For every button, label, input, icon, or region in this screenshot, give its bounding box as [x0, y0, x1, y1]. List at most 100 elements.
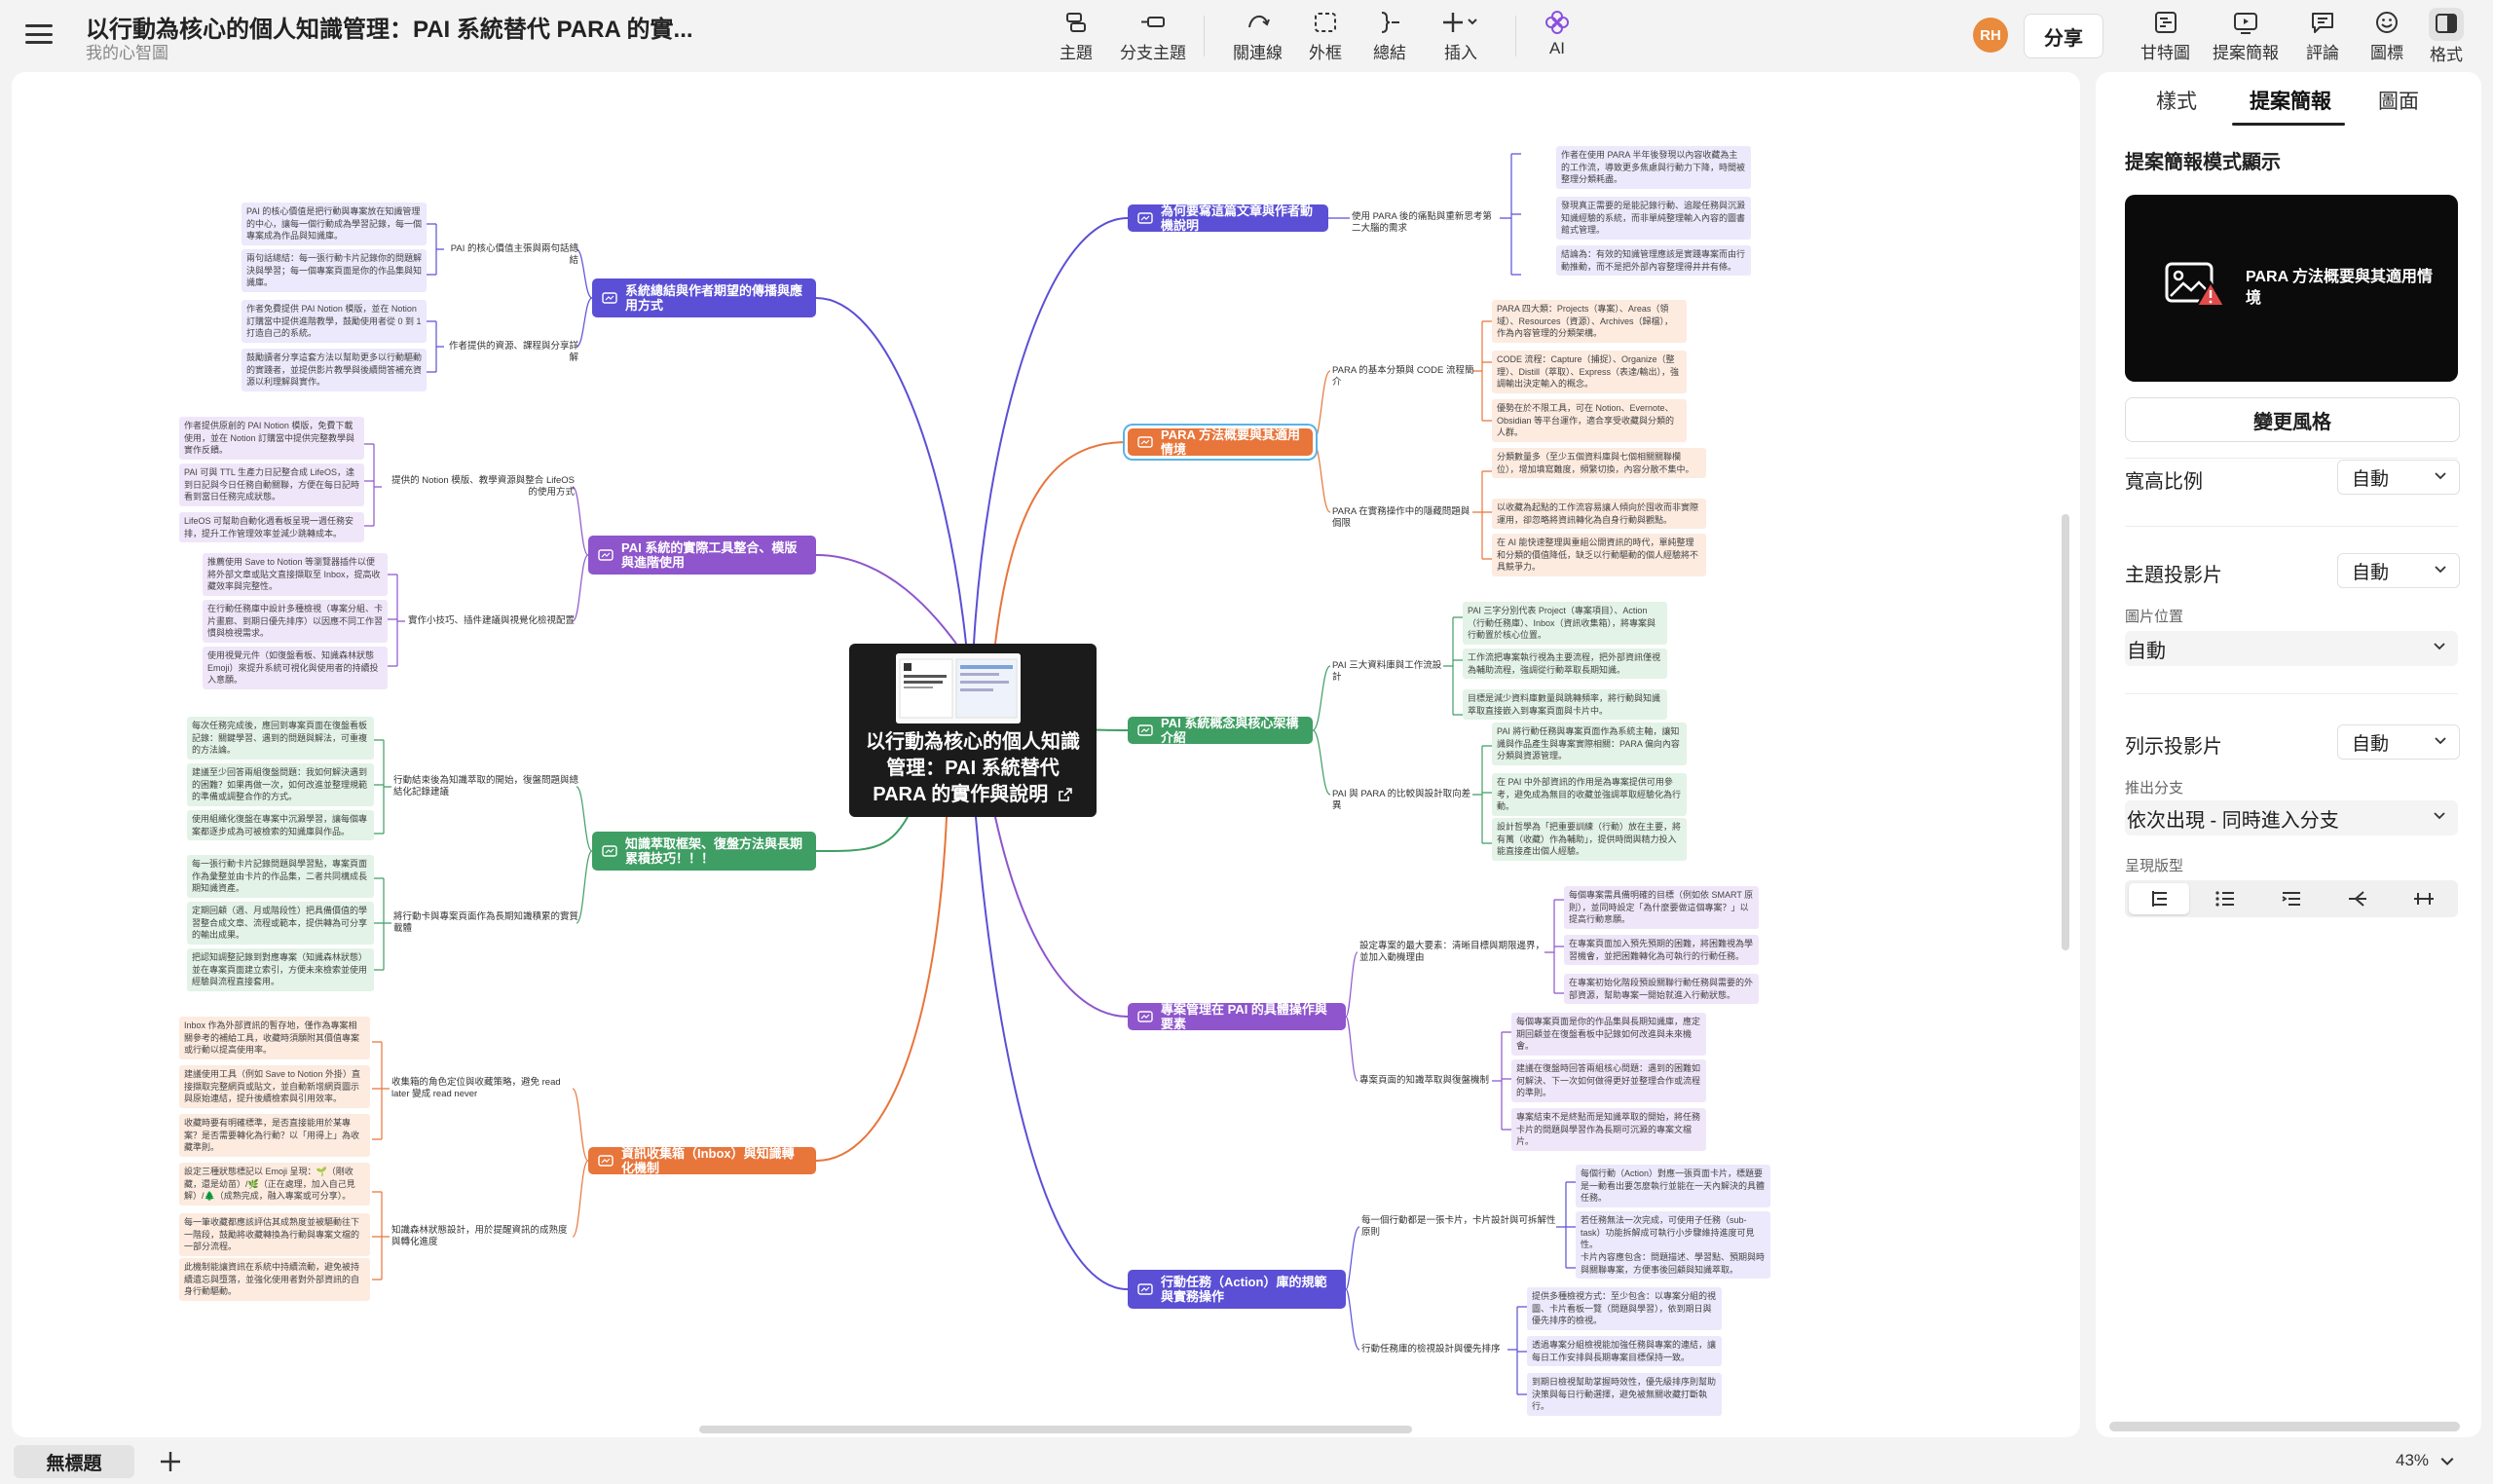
- note-card[interactable]: 建議至少回答兩組復盤問題：我如何解決遇到的困難？如果再做一次，如何改進並整理規範…: [187, 763, 374, 806]
- note-card[interactable]: 使用組織化復盤在專案中沉澱學習，讓每個專案都逐步成為可被檢索的知識庫與作品。: [187, 810, 374, 840]
- insert-button[interactable]: 插入: [1441, 8, 1480, 63]
- note-card[interactable]: LifeOS 可幫助自動化週看板呈現一週任務安排，提升工作管理效率並減少跳轉成本…: [179, 512, 364, 542]
- branch-tools-integration[interactable]: PAI 系統的實際工具整合、模版與進階使用: [588, 536, 816, 575]
- share-button[interactable]: 分享: [2024, 14, 2103, 58]
- note-card[interactable]: 建議在復盤時回答兩組核心問題：遇到的困難如何解決、下一次如何做得更好並整理合作或…: [1511, 1059, 1706, 1102]
- note-card[interactable]: 每次任務完成後，應回到專案頁面在復盤看板記錄：關鍵學習、遇到的問題與解法，可重複…: [187, 717, 374, 760]
- subtopic[interactable]: PAI 與 PARA 的比較與設計取向差異: [1332, 789, 1471, 811]
- layout-outline-button[interactable]: [2129, 883, 2189, 914]
- note-card[interactable]: 鼓勵讀者分享這套方法以幫助更多以行動驅動的實踐者，並提供影片教學與後續問答補充資…: [242, 349, 427, 391]
- note-card[interactable]: 作者免費提供 PAI Notion 模版，並在 Notion 訂購當中提供進階教…: [242, 300, 427, 343]
- note-card[interactable]: 在專案初始化階段預設關聯行動任務與需要的外部資源，幫助專案一開始就進入行動狀態。: [1564, 974, 1759, 1004]
- note-card[interactable]: PAI 可與 TTL 生產力日記整合成 LifeOS，達到日記與今日任務自動關聯…: [179, 464, 364, 506]
- note-card[interactable]: 每一筆收藏都應該評估其成熟度並被驅動往下一階段，鼓勵將收藏轉換為行動與專案文檔的…: [179, 1213, 370, 1256]
- branch-pai-concept[interactable]: PAI 系統概念與核心架構介紹: [1128, 716, 1313, 745]
- branch-summary-spread[interactable]: 系統總結與作者期望的傳播與應用方式: [592, 278, 816, 317]
- central-topic[interactable]: 以行動為核心的個人知識管理：PAI 系統替代 PARA 的實作與說明: [849, 644, 1097, 817]
- note-card[interactable]: 使用視覺元件（如復盤看板、知識森林狀態 Emoji）來提升系統可視化與使用者的持…: [203, 647, 388, 689]
- layout-indent-button[interactable]: [2261, 883, 2322, 914]
- external-link-icon[interactable]: [1058, 787, 1073, 802]
- note-card[interactable]: PAI 的核心價值是把行動與專案放在知識管理的中心，讓每一個行動成為學習記錄，每…: [242, 203, 427, 245]
- aspect-ratio-select[interactable]: 自動: [2337, 460, 2460, 495]
- note-card[interactable]: 以收藏為起點的工作流容易讓人傾向於囤收而非實際運用，卻忽略將資訊轉化為自身行動與…: [1492, 499, 1706, 529]
- note-card[interactable]: 此機制能讓資訊在系統中持續流動，避免被持續遺忘與墮落，並強化使用者對外部資訊的自…: [179, 1258, 370, 1301]
- subtopic[interactable]: 行動任務庫的檢視設計與優先排序: [1361, 1344, 1501, 1354]
- subtopic-button[interactable]: 分支主題: [1120, 8, 1186, 63]
- document-title[interactable]: 以行動為核心的個人知識管理：PAI 系統替代 PARA 的實...: [86, 17, 693, 43]
- ai-button[interactable]: AI: [1543, 8, 1572, 58]
- note-card[interactable]: 專案結束不是終點而是知識萃取的開始，將任務卡片的問題與學習作為長期可沉澱的專案文…: [1511, 1108, 1706, 1151]
- summary-button[interactable]: 總結: [1373, 8, 1406, 63]
- note-card[interactable]: 每個專案需具備明確的目標（例如依 SMART 原則），並同時設定「為什麼要做這個…: [1564, 886, 1759, 929]
- push-branch-select[interactable]: 依次出現 - 同時進入分支: [2125, 800, 2458, 835]
- note-card[interactable]: 工作流把專案執行視為主要流程，把外部資訊僅視為輔助流程，強調從行動萃取長期知識。: [1463, 649, 1667, 679]
- vertical-scrollbar[interactable]: [2062, 514, 2069, 950]
- note-card[interactable]: 作者在使用 PARA 半年後發現以內容收藏為主的工作流，導致更多焦慮與行動力下降…: [1556, 146, 1751, 189]
- layout-tree-button[interactable]: [2394, 883, 2454, 914]
- note-card[interactable]: 推薦使用 Save to Notion 等瀏覽器插件以便將外部文章或貼文直接擷取…: [203, 553, 388, 596]
- boundary-button[interactable]: 外框: [1309, 8, 1342, 63]
- note-card[interactable]: 分類數量多（至少五個資料庫與七個相關關聯欄位），增加填寫難度，頻繁切換，內容分散…: [1492, 448, 1706, 478]
- note-card[interactable]: 兩句話總結：每一張行動卡片記錄你的問題解決與學習；每一個專案頁面是你的作品集與知…: [242, 249, 427, 292]
- add-sheet-icon[interactable]: [156, 1447, 185, 1476]
- branch-para-overview[interactable]: PARA 方法概要與其適用情境: [1128, 427, 1313, 457]
- note-card[interactable]: 定期回顧（週、月或階段性）把具備價值的學習整合成文章、流程或範本，提供轉為可分享…: [187, 902, 374, 945]
- note-card[interactable]: 優勢在於不限工具，可在 Notion、Evernote、Obsidian 等平台…: [1492, 399, 1687, 442]
- slide-preview[interactable]: PARA 方法概要與其適用情境: [2125, 195, 2458, 382]
- mindmap-canvas[interactable]: 以行動為核心的個人知識管理：PAI 系統替代 PARA 的實作與說明 為何要寫這…: [12, 72, 2080, 1437]
- note-card[interactable]: 到期日檢視幫助掌握時效性，優先級排序則幫助決策與每日行動選擇，避免被無關收藏打斷…: [1527, 1373, 1722, 1416]
- note-card[interactable]: 每一張行動卡片記錄問題與學習點，專案頁面作為彙整並由卡片的作品集，二者共同構成長…: [187, 855, 374, 898]
- tab-pitch[interactable]: 提案簡報: [2250, 91, 2331, 113]
- format-button[interactable]: 格式: [2429, 8, 2464, 65]
- note-card[interactable]: 在行動任務庫中設計多種檢視（專案分組、卡片畫廊、到期日優先排序）以因應不同工作習…: [203, 600, 388, 643]
- pitch-button[interactable]: 提案簡報: [2213, 8, 2279, 63]
- subtopic[interactable]: 收集箱的角色定位與收藏策略，避免 read later 變成 read neve…: [391, 1077, 561, 1099]
- subtopic[interactable]: PAI 三大資料庫與工作流設計: [1332, 660, 1442, 683]
- note-card[interactable]: CODE 流程：Capture（捕捉）、Organize（整理）、Distill…: [1492, 351, 1687, 393]
- note-card[interactable]: 在 AI 能快速整理與重組公開資訊的時代，單純整理和分類的價值降低，缺乏以行動驅…: [1492, 534, 1706, 576]
- subtopic[interactable]: PAI 的核心價值主張與兩句話總結: [450, 243, 578, 266]
- branch-action-library[interactable]: 行動任務（Action）庫的規範與實務操作: [1128, 1270, 1346, 1309]
- branch-knowledge-extraction[interactable]: 知識萃取框架、復盤方法與長期累積技巧！！！: [592, 832, 816, 871]
- note-card[interactable]: 建議使用工具（例如 Save to Notion 外掛）直接擷取完整網頁或貼文，…: [179, 1065, 370, 1108]
- subtopic[interactable]: 實作小技巧、插件建議與視覺化檢視配置: [407, 615, 575, 626]
- note-card[interactable]: 提供多種檢視方式：至少包含：以專案分組的視圖、卡片看板一覽（問題與學習），依到期…: [1527, 1287, 1722, 1330]
- subtopic[interactable]: PARA 的基本分類與 CODE 流程簡介: [1332, 365, 1474, 388]
- note-card[interactable]: 結論為：有效的知識管理應該是實踐專案而由行動推動，而不是把外部內容整理得井井有條…: [1556, 245, 1751, 276]
- note-card[interactable]: 設計哲學為「把重要訓練（行動）放在主要，將有萬（收藏）作為輔助」，提供時間與精力…: [1492, 818, 1687, 861]
- note-card[interactable]: PARA 四大類：Projects（專案）、Areas（領域）、Resource…: [1492, 300, 1687, 343]
- icons-button[interactable]: 圖標: [2370, 8, 2403, 63]
- note-card[interactable]: 每個專案頁面是你的作品集與長期知識庫，應定期回顧並在復盤看板中記錄如何改進與未來…: [1511, 1013, 1706, 1056]
- panel-scrollbar[interactable]: [2109, 1422, 2460, 1431]
- subtopic[interactable]: 設定專案的最大要素：清晰目標與期限邊界，並加入動機理由: [1359, 941, 1545, 963]
- note-card[interactable]: 收藏時要有明確標準，是否直接能用於某專案？是否需要轉化為行動？以「用得上」為收藏…: [179, 1114, 370, 1157]
- subtopic[interactable]: 行動結束後為知識萃取的開始，復盤問題與總結化記錄建議: [393, 775, 579, 798]
- note-card[interactable]: PAI 將行動任務與專案頁面作為系統主軸，讓知識與作品產生與專案實際相關：PAR…: [1492, 723, 1687, 765]
- note-card[interactable]: 在專案頁面加入預先預期的困難，將困難視為學習機會，並把困難轉化為可執行的行動任務…: [1564, 935, 1759, 965]
- tab-map[interactable]: 圖面: [2378, 91, 2419, 113]
- note-card[interactable]: 卡片內容應包含：問題描述、學習點、預期與時與關聯專案，方便事後回顧與知識萃取。: [1576, 1248, 1770, 1279]
- relationship-button[interactable]: 關連線: [1233, 8, 1283, 63]
- note-card[interactable]: Inbox 作為外部資訊的暫存地，僅作為專案相關參考的補給工具，收藏時須願附其價…: [179, 1017, 370, 1059]
- note-card[interactable]: 設定三種狀態標記以 Emoji 呈現：🌱（剛收藏，還是幼苗）/🌿（正在處理，加入…: [179, 1163, 370, 1206]
- subtopic[interactable]: 知識森林狀態設計，用於提醒資訊的成熟度與轉化進度: [391, 1225, 568, 1247]
- subtopic[interactable]: 每一個行動都是一張卡片，卡片設計與可拆解性原則: [1361, 1215, 1556, 1238]
- branch-motivation[interactable]: 為何要寫這篇文章與作者動機說明: [1128, 204, 1328, 233]
- note-card[interactable]: 目標是減少資料庫數量與跳轉頻率，將行動與知識萃取直接嵌入到專案頁面與卡片中。: [1463, 689, 1667, 720]
- layout-branch-button[interactable]: [2327, 883, 2388, 914]
- image-position-select[interactable]: 自動: [2125, 631, 2458, 666]
- change-style-button[interactable]: 變更風格: [2125, 397, 2460, 442]
- hamburger-menu-icon[interactable]: [21, 19, 56, 49]
- note-card[interactable]: PAI 三字分別代表 Project（專案項目）、Action（行動任務庫）、I…: [1463, 602, 1667, 645]
- layout-bullets-button[interactable]: [2195, 883, 2255, 914]
- document-location[interactable]: 我的心智圖: [86, 44, 168, 62]
- gantt-button[interactable]: 甘特圖: [2140, 8, 2190, 63]
- tab-style[interactable]: 樣式: [2156, 91, 2197, 113]
- comment-button[interactable]: 評論: [2306, 8, 2339, 63]
- list-slide-select[interactable]: 自動: [2337, 724, 2460, 760]
- note-card[interactable]: 作者提供原創的 PAI Notion 模版，免費下載使用，並在 Notion 訂…: [179, 417, 364, 460]
- branch-inbox[interactable]: 資訊收集箱（Inbox）與知識轉化機制: [588, 1146, 816, 1175]
- topic-slide-select[interactable]: 自動: [2337, 553, 2460, 588]
- subtopic[interactable]: 作者提供的資源、課程與分享詳解: [448, 341, 578, 363]
- zoom-control[interactable]: 43%: [2396, 1451, 2455, 1470]
